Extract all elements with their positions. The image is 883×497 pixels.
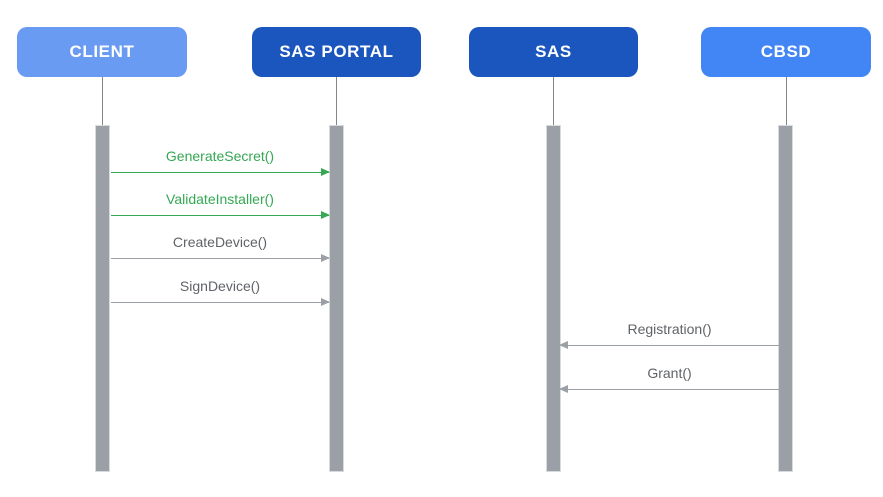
actor-label-cbsd: CBSD xyxy=(760,42,812,61)
actor-box-cbsd: CBSD xyxy=(701,27,871,77)
lifeline-stem-cbsd xyxy=(786,77,787,125)
activation-bar-sas-portal xyxy=(329,125,344,472)
arrow-right-icon xyxy=(111,298,330,307)
actor-label-sas-portal: SAS PORTAL xyxy=(279,42,394,61)
message-label: CreateDevice() xyxy=(172,234,268,250)
activation-bar-sas xyxy=(546,125,561,472)
actor-box-sas: SAS xyxy=(469,27,638,77)
arrow-right-icon xyxy=(111,254,330,263)
actor-label-client: CLIENT xyxy=(69,42,135,61)
message-label: Grant() xyxy=(647,365,692,381)
actor-box-sas-portal: SAS PORTAL xyxy=(252,27,421,77)
message-label: SignDevice() xyxy=(179,278,261,294)
arrow-right-icon xyxy=(111,168,330,177)
message-label: Registration() xyxy=(627,321,712,337)
message-label: ValidateInstaller() xyxy=(166,191,274,207)
message-label: GenerateSecret() xyxy=(165,148,275,164)
lifeline-stem-sas-portal xyxy=(336,77,337,125)
activation-bar-cbsd xyxy=(778,125,793,472)
actor-label-sas: SAS xyxy=(535,42,572,61)
lifeline-stem-sas xyxy=(553,77,554,125)
arrow-left-icon xyxy=(559,341,779,350)
actor-box-client: CLIENT xyxy=(17,27,187,77)
arrow-right-icon xyxy=(111,211,330,220)
activation-bar-client xyxy=(95,125,110,472)
lifeline-stem-client xyxy=(102,77,103,125)
arrow-left-icon xyxy=(559,385,779,394)
